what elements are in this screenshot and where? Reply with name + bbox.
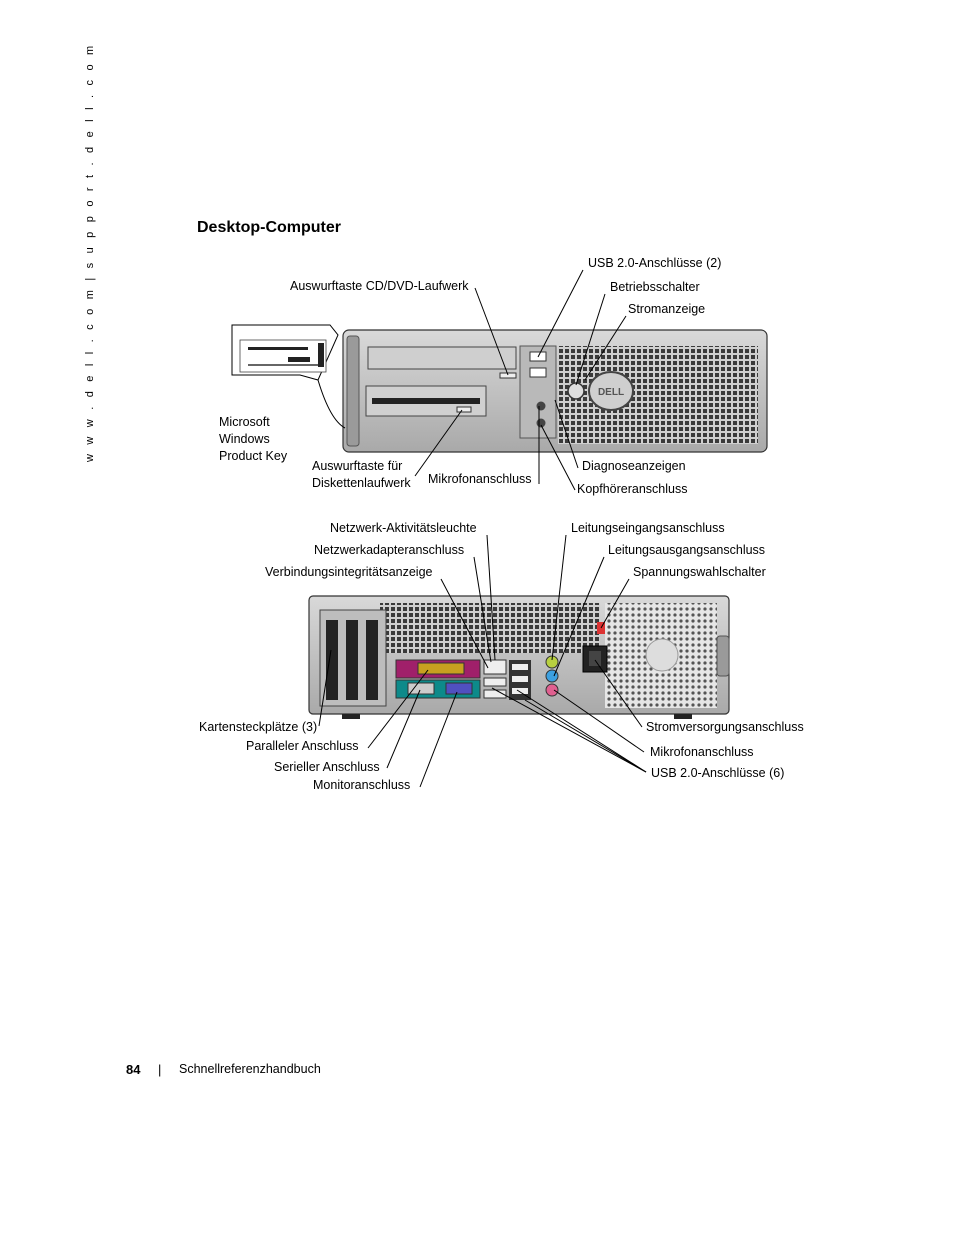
label-power-button: Betriebsschalter: [610, 280, 700, 294]
label-voltage-switch: Spannungswahlschalter: [633, 565, 766, 579]
label-usb-front: USB 2.0-Anschlüsse (2): [588, 256, 722, 270]
label-product-key-2: Windows: [219, 432, 270, 446]
label-mic-back: Mikrofonanschluss: [650, 745, 754, 759]
label-monitor: Monitoranschluss: [313, 778, 411, 792]
label-serial: Serieller Anschluss: [274, 760, 380, 774]
back-leaders: [318, 534, 647, 788]
label-diag-lights: Diagnoseanzeigen: [582, 459, 686, 473]
label-mic-front: Mikrofonanschluss: [428, 472, 532, 486]
label-card-slots: Kartensteckplätze (3): [199, 720, 318, 734]
front-view: DELL: [231, 324, 768, 453]
label-power-connector: Stromversorgungsanschluss: [646, 720, 804, 734]
dell-logo: DELL: [598, 387, 624, 398]
label-product-key-3: Product Key: [219, 449, 288, 463]
page-heading: Desktop-Computer: [197, 219, 342, 236]
label-usb-back: USB 2.0-Anschlüsse (6): [651, 766, 785, 780]
page-number: 84: [126, 1062, 141, 1077]
label-parallel: Paralleler Anschluss: [246, 739, 359, 753]
label-line-in: Leitungseingangsanschluss: [571, 521, 725, 535]
label-line-out: Leitungsausgangsanschluss: [608, 543, 766, 557]
label-net-adapter: Netzwerkadapteranschluss: [314, 543, 465, 557]
label-eject-floppy-1: Auswurftaste für: [312, 459, 403, 473]
footer-title: Schnellreferenzhandbuch: [179, 1062, 321, 1076]
front-leaders: [414, 269, 627, 491]
label-eject-cd: Auswurftaste CD/DVD-Laufwerk: [290, 279, 469, 293]
back-view: [308, 595, 730, 719]
label-product-key-1: Microsoft: [219, 415, 270, 429]
label-power-light: Stromanzeige: [628, 302, 706, 316]
label-headphone: Kopfhöreranschluss: [577, 482, 688, 496]
label-eject-floppy-2: Diskettenlaufwerk: [312, 476, 411, 490]
label-net-activity: Netzwerk-Aktivitätsleuchte: [330, 521, 477, 535]
label-link-integrity: Verbindungsintegritätsanzeige: [265, 565, 433, 579]
footer-separator: |: [158, 1062, 162, 1077]
